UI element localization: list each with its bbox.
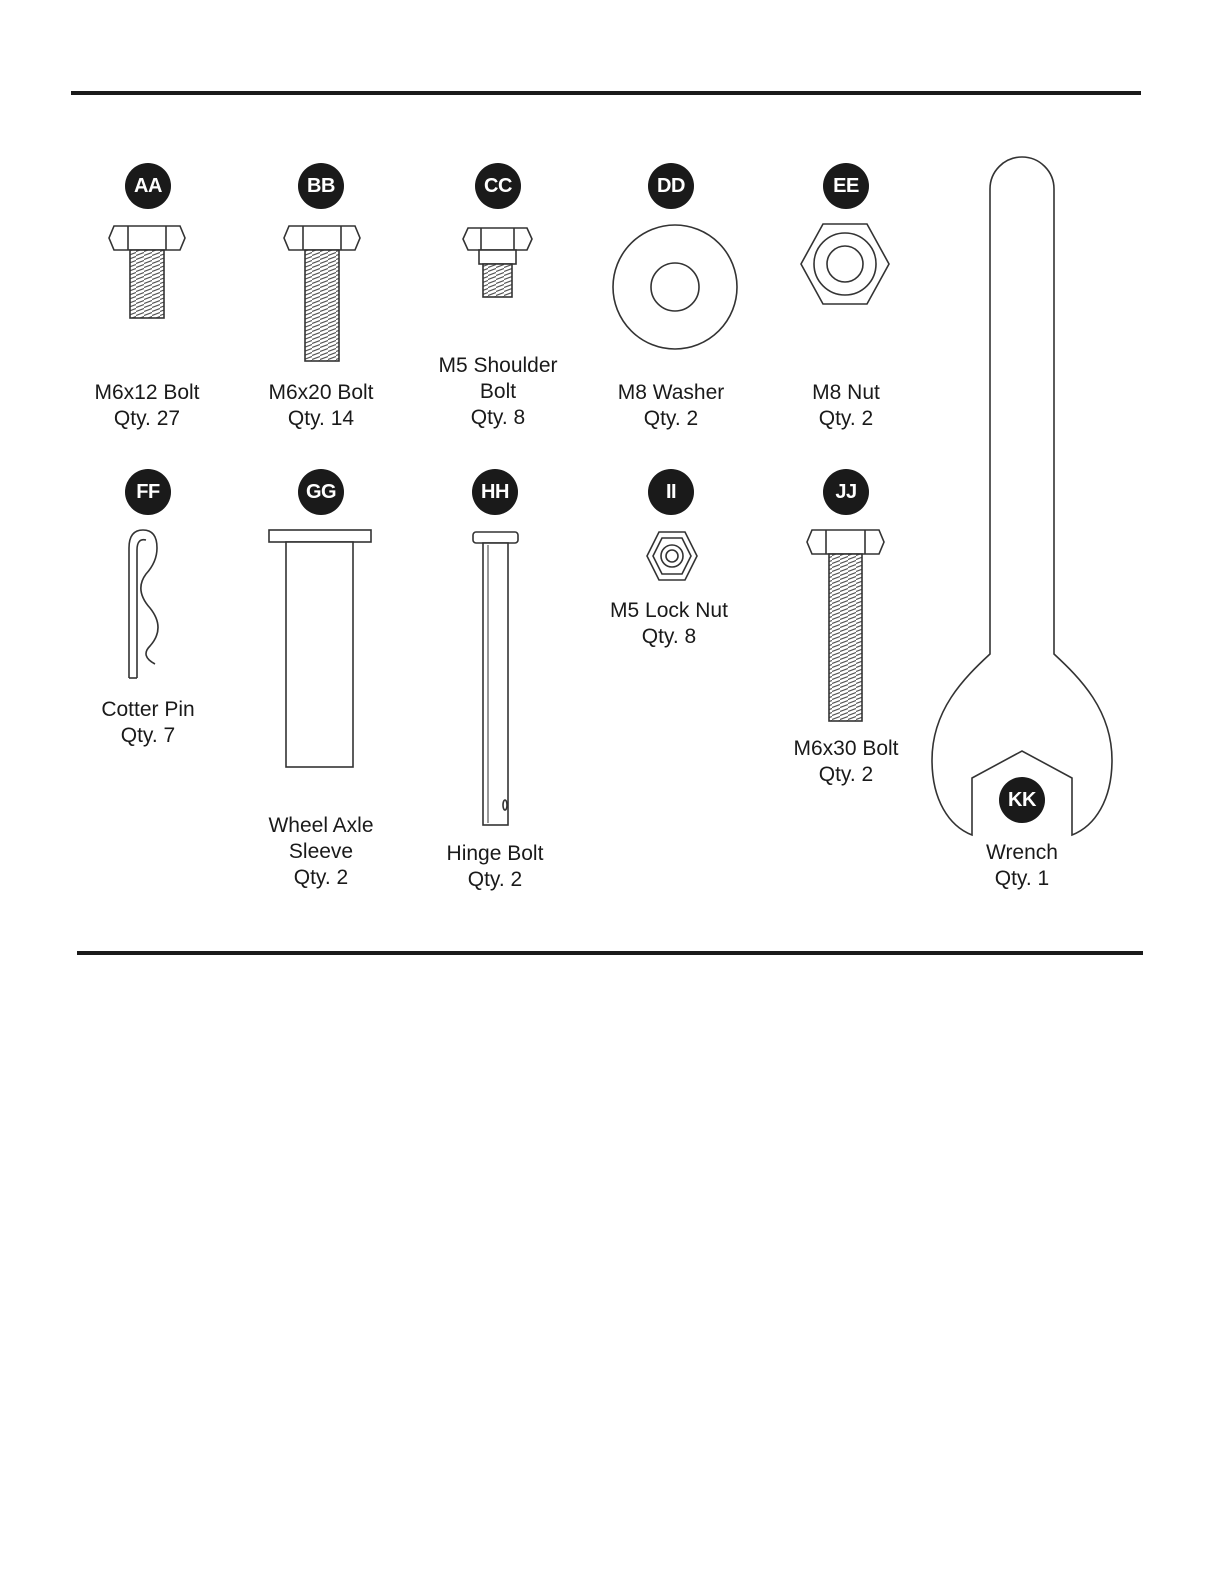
part-badge-kk: KK (999, 777, 1045, 823)
part-quantity: Qty. 27 (47, 406, 247, 432)
part-quantity: Qty. 7 (48, 723, 248, 749)
part-name: Hinge Bolt (395, 841, 595, 867)
hex-bolt-icon (284, 226, 360, 361)
part-badge-dd: DD (648, 163, 694, 209)
part-name: Wheel Axle (221, 813, 421, 839)
part-quantity: Qty. 2 (571, 406, 771, 432)
wrench-icon (932, 157, 1112, 835)
part-name: M6x12 Bolt (47, 380, 247, 406)
cotter-pin-icon (129, 530, 158, 678)
part-name: Cotter Pin (48, 697, 248, 723)
part-badge-jj: JJ (823, 469, 869, 515)
part-name: Wrench (922, 840, 1122, 866)
axle-sleeve-icon (269, 530, 371, 767)
hex-nut-icon (801, 224, 889, 304)
hinge-bolt-icon (473, 532, 518, 825)
part-quantity: Qty. 2 (221, 865, 421, 891)
part-name: Bolt (398, 379, 598, 405)
part-quantity: Qty. 2 (395, 867, 595, 893)
part-quantity: Qty. 2 (746, 762, 946, 788)
part-name: M6x30 Bolt (746, 736, 946, 762)
part-name: M5 Lock Nut (569, 598, 769, 624)
part-quantity: Qty. 8 (398, 405, 598, 431)
part-badge-hh: HH (472, 469, 518, 515)
part-name: M5 Shoulder (398, 353, 598, 379)
part-quantity: Qty. 1 (922, 866, 1122, 892)
part-quantity: Qty. 2 (746, 406, 946, 432)
part-badge-ff: FF (125, 469, 171, 515)
part-badge-aa: AA (125, 163, 171, 209)
hex-bolt-icon (807, 530, 884, 721)
part-name: M8 Washer (571, 380, 771, 406)
part-badge-ee: EE (823, 163, 869, 209)
part-name: M6x20 Bolt (221, 380, 421, 406)
part-badge-gg: GG (298, 469, 344, 515)
part-name: M8 Nut (746, 380, 946, 406)
part-badge-cc: CC (475, 163, 521, 209)
part-quantity: Qty. 14 (221, 406, 421, 432)
part-badge-ii: II (648, 469, 694, 515)
shoulder-bolt-icon (463, 228, 532, 297)
lock-nut-icon (647, 532, 697, 580)
hex-bolt-icon (109, 226, 185, 318)
part-badge-bb: BB (298, 163, 344, 209)
part-name: Sleeve (221, 839, 421, 865)
washer-icon (613, 225, 737, 349)
part-quantity: Qty. 8 (569, 624, 769, 650)
